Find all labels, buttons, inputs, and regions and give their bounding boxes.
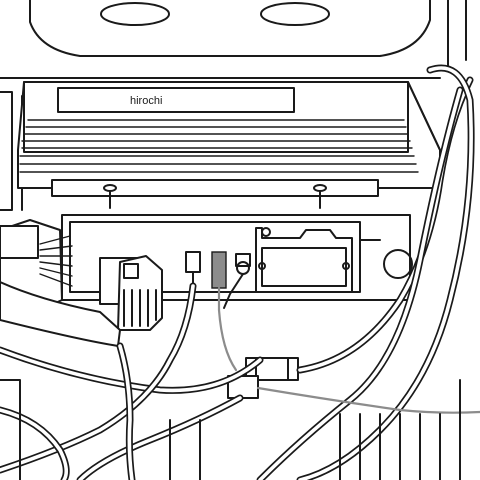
harness-plug [0, 225, 39, 259]
wires [0, 64, 480, 480]
terminal-white [185, 251, 201, 287]
terminal-grey [211, 251, 227, 312]
terminal-ring [223, 253, 251, 309]
label-text: hirochi [130, 95, 162, 107]
oval-opening-right [260, 2, 330, 26]
main-connector [99, 255, 163, 331]
harness-left [0, 219, 121, 347]
oval-opening-left [100, 2, 170, 26]
screw-left [103, 184, 117, 192]
top-housing [0, 0, 467, 79]
mounting-rail [51, 179, 379, 197]
relay-screw [261, 227, 271, 237]
vent-grille [19, 119, 419, 173]
connector-latch [123, 263, 139, 279]
relay-body [261, 247, 347, 287]
lower-frame [0, 379, 461, 480]
relay-block [255, 227, 353, 293]
screw-right [313, 184, 327, 192]
label-plate [57, 87, 295, 113]
main-module: hirochi [17, 81, 441, 209]
round-hole [383, 249, 413, 279]
